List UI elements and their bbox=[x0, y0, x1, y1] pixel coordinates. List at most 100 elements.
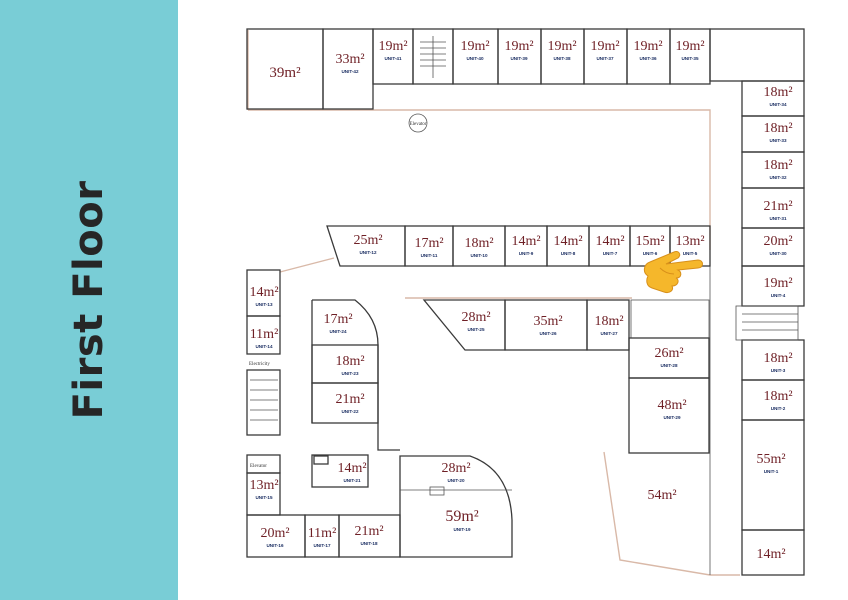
unit-number: UNIT-35 bbox=[681, 56, 699, 61]
unit-number: UNIT-7 bbox=[603, 251, 618, 256]
unit-number: UNIT-26 bbox=[539, 331, 557, 336]
unit-number: UNIT-38 bbox=[553, 56, 571, 61]
unit-number: UNIT-30 bbox=[769, 251, 787, 256]
unit-number: UNIT-10 bbox=[470, 253, 488, 258]
unit-area: 11m² bbox=[250, 327, 279, 342]
unit-area: 14m² bbox=[249, 285, 278, 300]
unit-area: 21m² bbox=[335, 392, 364, 407]
unit-number: UNIT-14 bbox=[255, 344, 273, 349]
middle-row-walls bbox=[326, 225, 711, 267]
unit-area: 14m² bbox=[337, 461, 366, 476]
unit-number: UNIT-41 bbox=[384, 56, 402, 61]
left-column-walls bbox=[246, 269, 401, 558]
corridor-outline bbox=[247, 30, 743, 576]
unit-area: 17m² bbox=[414, 236, 443, 251]
unit-number: UNIT-20 bbox=[447, 478, 465, 483]
unit-number: UNIT-39 bbox=[510, 56, 528, 61]
unit-area: 39m² bbox=[269, 65, 301, 81]
unit-number: UNIT-34 bbox=[769, 102, 787, 107]
unit-number: UNIT-12 bbox=[359, 250, 377, 255]
inner-block-walls bbox=[311, 299, 710, 558]
unit-area: 25m² bbox=[353, 233, 382, 248]
unit-area: 14m² bbox=[756, 547, 785, 562]
unit-number: UNIT-9 bbox=[519, 251, 534, 256]
unit-labels: 39m² 33m² UNIT-42 19m² UNIT-41 19m² UNIT-40 19m… bbox=[249, 39, 792, 562]
unit-number: UNIT-5 bbox=[683, 251, 698, 256]
unit-area: 59m² bbox=[445, 508, 478, 525]
unit-number: UNIT-25 bbox=[467, 327, 485, 332]
sidebar-panel: First Floor bbox=[0, 0, 178, 600]
unit-number: UNIT-42 bbox=[341, 69, 359, 74]
unit-number: UNIT-16 bbox=[266, 543, 284, 548]
elevator-left-label: Elevator bbox=[250, 464, 267, 469]
unit-number: UNIT-29 bbox=[663, 415, 681, 420]
unit-number: UNIT-13 bbox=[255, 302, 273, 307]
unit-number: UNIT-31 bbox=[769, 216, 787, 221]
unit-area: 14m² bbox=[511, 234, 540, 249]
unit-area: 14m² bbox=[553, 234, 582, 249]
unit-area: 15m² bbox=[635, 234, 664, 249]
unit-number: UNIT-18 bbox=[360, 541, 378, 546]
unit-number: UNIT-8 bbox=[561, 251, 576, 256]
unit-area: 14m² bbox=[595, 234, 624, 249]
unit-number: UNIT-24 bbox=[329, 329, 347, 334]
unit-number: UNIT-33 bbox=[769, 138, 787, 143]
unit-area: 19m² bbox=[590, 39, 619, 54]
elevator-top-label: Elevator bbox=[410, 122, 427, 127]
unit-area: 19m² bbox=[763, 276, 792, 291]
unit-area: 19m² bbox=[675, 39, 704, 54]
unit-area: 33m² bbox=[335, 52, 364, 67]
unit-number: UNIT-6 bbox=[643, 251, 658, 256]
electricity-label: Electricity bbox=[249, 362, 270, 367]
unit-area: 21m² bbox=[354, 524, 383, 539]
unit-area: 21m² bbox=[763, 199, 792, 214]
right-column-walls bbox=[735, 80, 805, 576]
elevator-top-symbol: Elevator bbox=[408, 113, 428, 133]
unit-area: 18m² bbox=[763, 158, 792, 173]
unit-number: UNIT-17 bbox=[313, 543, 331, 548]
unit-area: 19m² bbox=[633, 39, 662, 54]
unit-area: 13m² bbox=[249, 478, 278, 493]
unit-area: 48m² bbox=[657, 398, 686, 413]
unit-area: 55m² bbox=[756, 452, 785, 467]
unit-number: UNIT-15 bbox=[255, 495, 273, 500]
unit-number: UNIT-19 bbox=[453, 527, 471, 532]
unit-area: 19m² bbox=[547, 39, 576, 54]
unit-area: 26m² bbox=[654, 346, 683, 361]
unit-number: UNIT-37 bbox=[596, 56, 614, 61]
unit-area: 28m² bbox=[441, 461, 470, 476]
unit-number: UNIT-36 bbox=[639, 56, 657, 61]
unit-number: UNIT-40 bbox=[466, 56, 484, 61]
unit-number: UNIT-1 bbox=[764, 469, 779, 474]
unit-area: 18m² bbox=[763, 389, 792, 404]
unit-area: 18m² bbox=[335, 354, 364, 369]
unit-number: UNIT-22 bbox=[341, 409, 359, 414]
unit-area: 18m² bbox=[763, 85, 792, 100]
unit-number: UNIT-27 bbox=[600, 331, 618, 336]
unit-area: 35m² bbox=[533, 314, 562, 329]
unit-area: 17m² bbox=[323, 312, 352, 327]
unit-number: UNIT-3 bbox=[771, 368, 786, 373]
unit-number: UNIT-28 bbox=[660, 363, 678, 368]
unit-area: 13m² bbox=[675, 234, 704, 249]
unit-area: 18m² bbox=[594, 314, 623, 329]
unit-number: UNIT-4 bbox=[771, 293, 786, 298]
unit-area: 19m² bbox=[378, 39, 407, 54]
unit-area: 28m² bbox=[461, 310, 490, 325]
unit-number: UNIT-2 bbox=[771, 406, 786, 411]
unit-number: UNIT-23 bbox=[341, 371, 359, 376]
unit-area: 20m² bbox=[260, 526, 289, 541]
unit-area: 11m² bbox=[308, 526, 337, 541]
unit-number: UNIT-21 bbox=[343, 478, 361, 483]
unit-area: 18m² bbox=[763, 351, 792, 366]
unit-area: 19m² bbox=[504, 39, 533, 54]
unit-area: 18m² bbox=[464, 236, 493, 251]
unit-area: 20m² bbox=[763, 234, 792, 249]
unit-area: 18m² bbox=[763, 121, 792, 136]
unit-area: 54m² bbox=[647, 488, 676, 503]
pointing-hand-icon bbox=[643, 251, 703, 293]
unit-area: 19m² bbox=[460, 39, 489, 54]
unit-number: UNIT-11 bbox=[421, 253, 438, 258]
